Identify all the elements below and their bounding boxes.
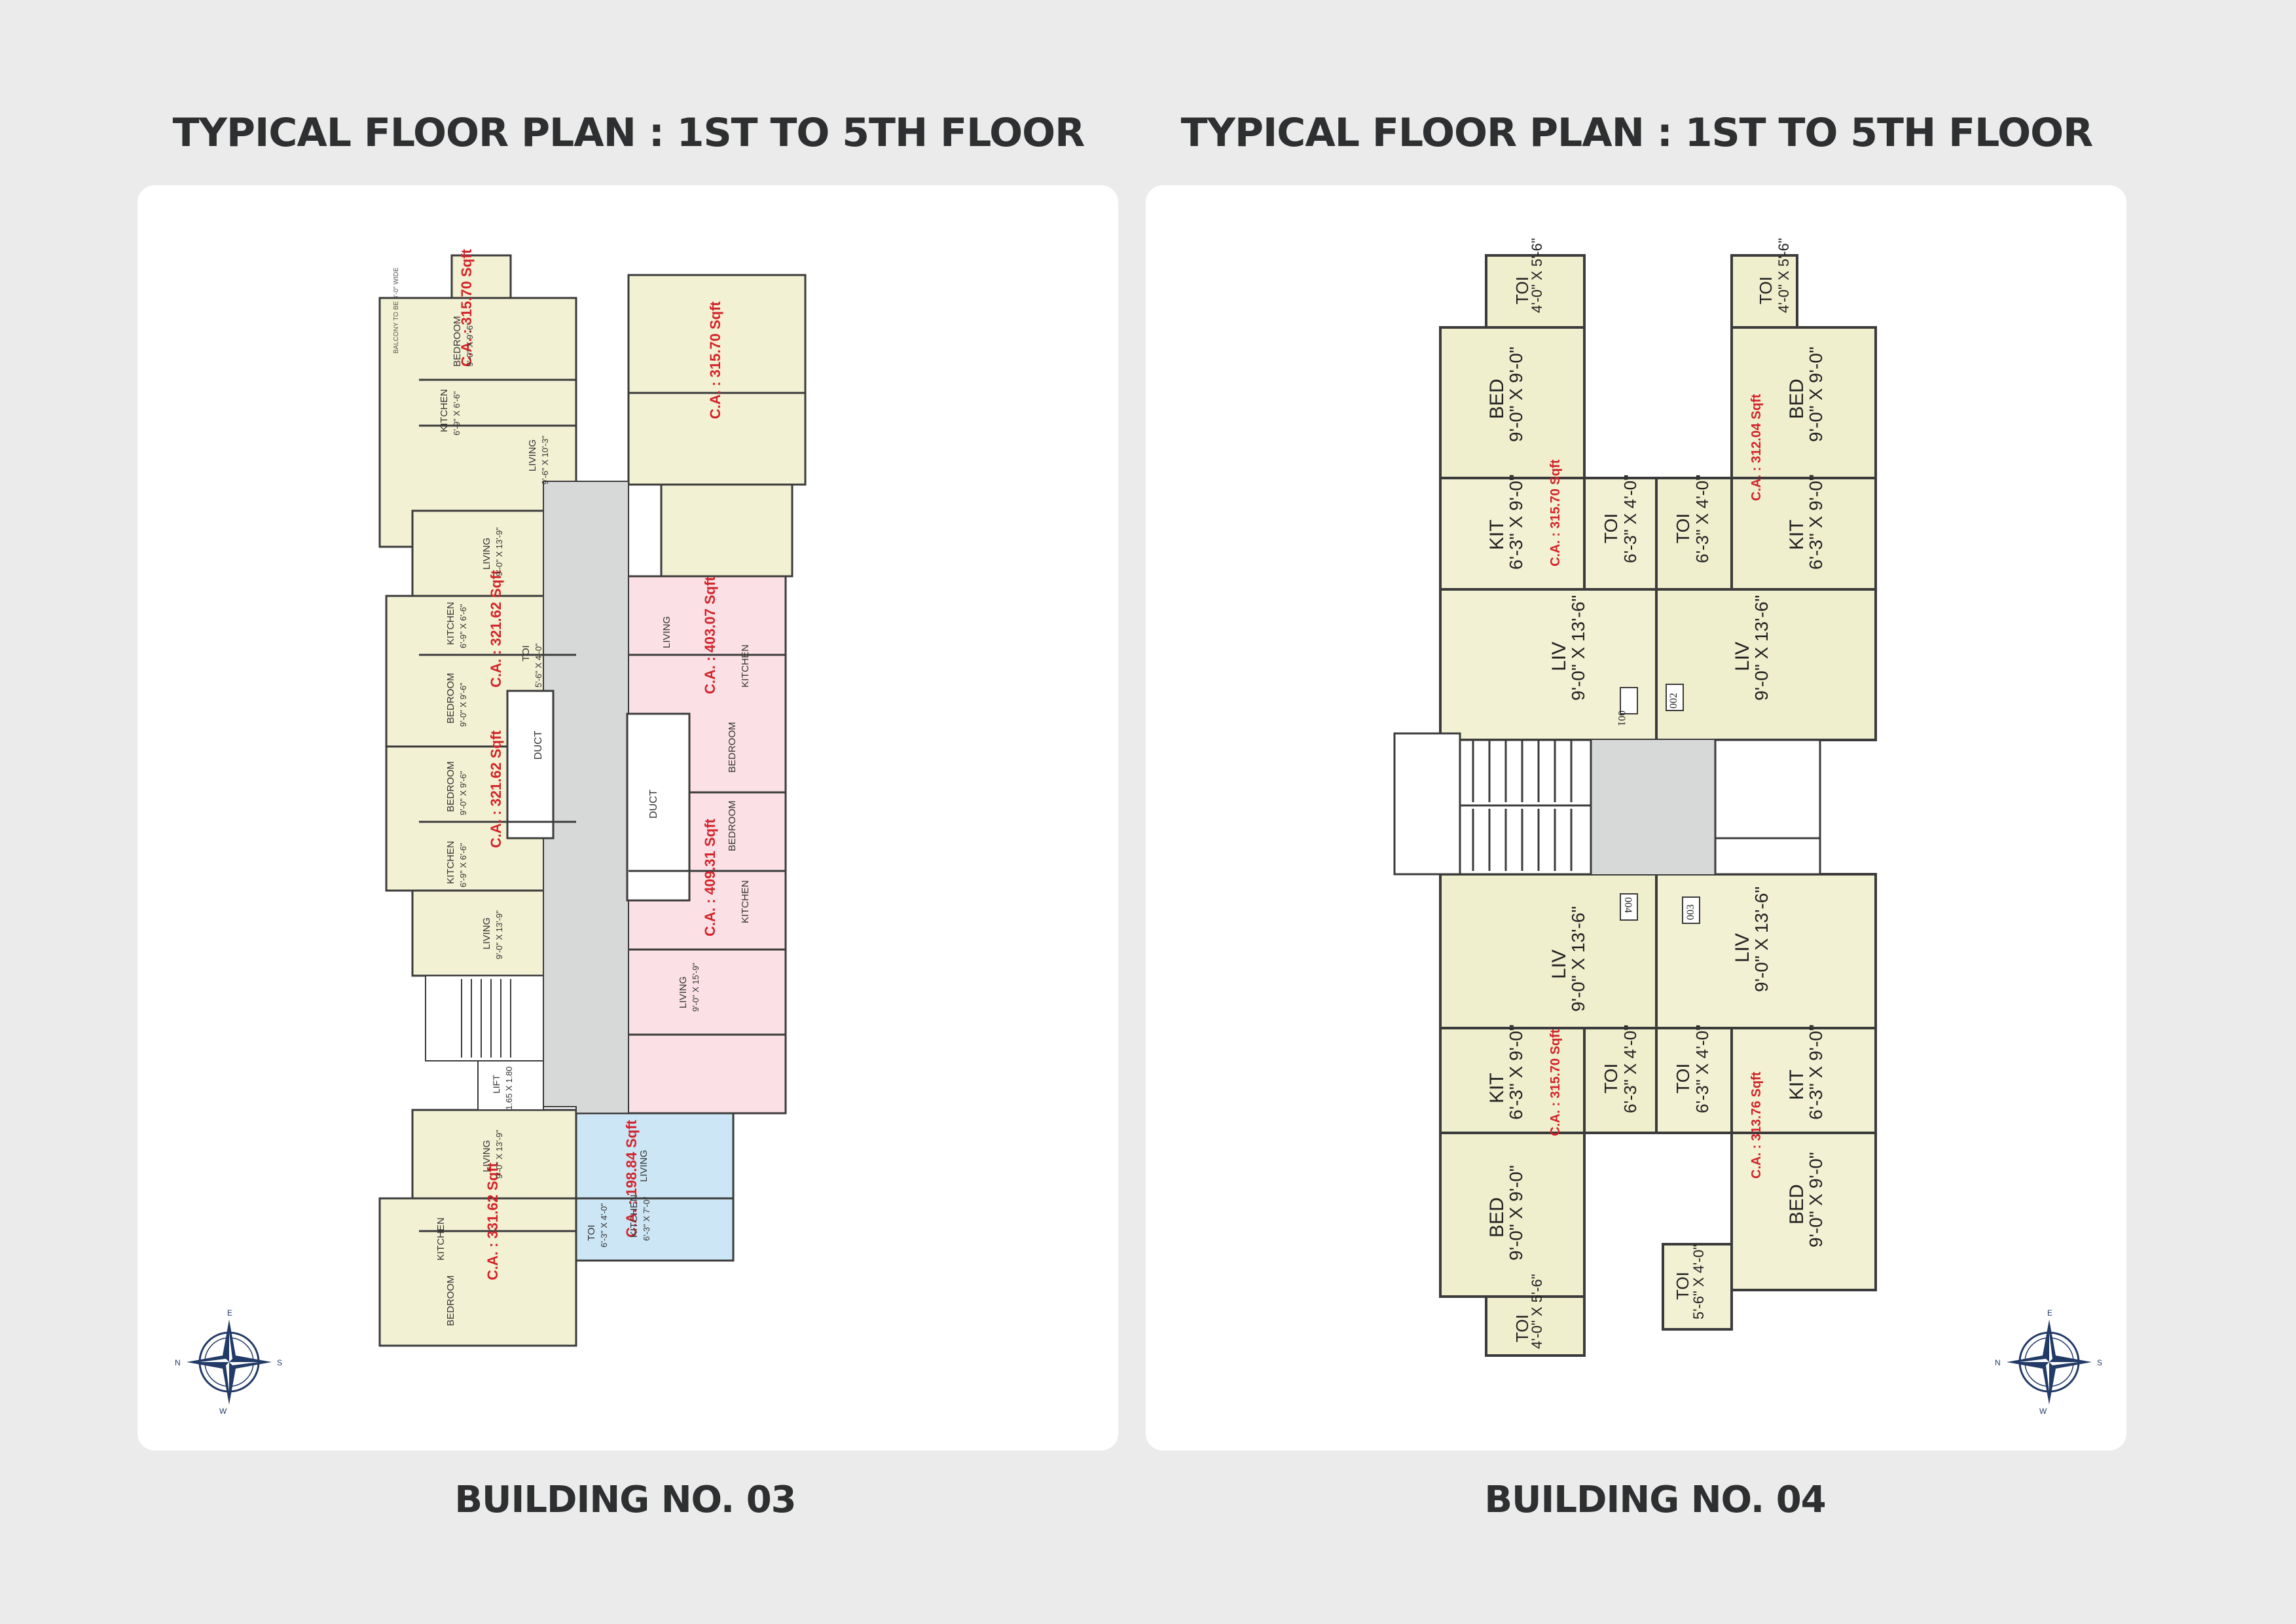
- compass-right-e: E: [2047, 1308, 2052, 1318]
- b4-ca-003: C.A. : 313.76 Sqft: [1749, 1071, 1764, 1179]
- b4-toi-004-size: 6'-3" X 4'-0": [1620, 1024, 1640, 1113]
- b4-bed-003-label: BED: [1786, 1184, 1808, 1225]
- b4-liv-002: [1655, 588, 1877, 741]
- compass-left-n: N: [175, 1358, 181, 1367]
- b4-kit-002-label: KIT: [1786, 519, 1808, 550]
- b4-bed-001: [1439, 326, 1586, 479]
- b4-bed-004-label: BED: [1486, 1197, 1508, 1238]
- b4-toi-top-001: [1485, 254, 1586, 329]
- b4-toi-top-002-label: TOI: [1756, 276, 1776, 304]
- b4-toi-bottom-003-size: 5'-6" X 4'-0": [1690, 1244, 1707, 1320]
- b4-unit-001-box: [1620, 687, 1638, 714]
- compass-right-w: W: [2039, 1407, 2047, 1416]
- compass-left-e: E: [227, 1308, 232, 1318]
- b4-toi-004: [1583, 1027, 1658, 1134]
- b4-kit-003-size: 6'-3" X 9'-0": [1806, 1024, 1826, 1120]
- b4-toi-bottom-004-size: 4'-0" X 5'-6": [1529, 1274, 1545, 1349]
- b4-toi-bottom-003: [1662, 1243, 1733, 1331]
- b4-kit-001: [1439, 477, 1586, 591]
- b4-bed-001-label: BED: [1486, 378, 1508, 419]
- compass-rose-right-icon: N E S W: [1995, 1308, 2102, 1416]
- b4-toi-001-size: 6'-3" X 4'-0": [1620, 474, 1640, 563]
- b4-kit-004-size: 6'-3" X 9'-0": [1506, 1024, 1526, 1120]
- b4-core-lift: [1591, 740, 1715, 874]
- b4-unit-004: 004: [1622, 897, 1633, 913]
- b4-liv-003-size: 9'-0" X 13'-6": [1751, 886, 1772, 992]
- b4-toi-001: [1583, 477, 1658, 591]
- b4-liv-001-size: 9'-0" X 13'-6": [1568, 595, 1588, 701]
- b4-kit-004-label: KIT: [1486, 1073, 1508, 1103]
- b3-lift: [477, 1060, 544, 1111]
- b4-kit-002-size: 6'-3" X 9'-0": [1806, 474, 1826, 570]
- b4-toi-001-label: TOI: [1601, 513, 1621, 544]
- b4-unit-001: 001: [1616, 710, 1627, 726]
- b4-bed-002-label: BED: [1786, 378, 1808, 419]
- b3-unit-b: [627, 274, 807, 486]
- b4-liv-001: [1439, 588, 1658, 741]
- b4-bed-001-size: 9'-0" X 9'-0": [1506, 346, 1526, 442]
- b3-unit-h: [575, 1112, 735, 1262]
- footer-building-3: BUILDING NO. 03: [454, 1479, 796, 1521]
- b4-toi-bottom-004: [1485, 1295, 1586, 1357]
- compass-left-s: S: [277, 1358, 282, 1367]
- b3-duct-left: [506, 690, 555, 840]
- b4-staircase: [1393, 732, 1821, 876]
- b4-toi-003-label: TOI: [1673, 1063, 1693, 1094]
- compass-rose-left-icon: N E S W: [175, 1308, 282, 1416]
- b4-toi-003-size: 6'-3" X 4'-0": [1692, 1024, 1712, 1113]
- b3-bedroom-right-1: [660, 483, 793, 578]
- b4-toi-004-label: TOI: [1601, 1063, 1621, 1094]
- heading-right: TYPICAL FLOOR PLAN : 1ST TO 5TH FLOOR: [1180, 110, 2094, 156]
- b4-unit-002-box: [1666, 684, 1684, 711]
- b4-ca-002: C.A. : 312.04 Sqft: [1749, 394, 1764, 501]
- b4-unit-004-box: [1620, 893, 1638, 921]
- b4-bed-004-size: 9'-0" X 9'-0": [1506, 1165, 1526, 1261]
- b4-liv-004-size: 9'-0" X 13'-6": [1568, 906, 1588, 1012]
- b4-kit-001-label: KIT: [1486, 519, 1508, 550]
- compass-right-s: S: [2097, 1358, 2102, 1367]
- compass-right-n: N: [1995, 1358, 2001, 1367]
- b3-toi-top-left: [450, 254, 512, 299]
- b4-liv-002-label: LIV: [1732, 641, 1753, 671]
- b4-ca-001: C.A. : 315.70 Sqft: [1548, 459, 1563, 566]
- b4-liv-003-label: LIV: [1732, 932, 1753, 963]
- b4-bed-002: [1730, 326, 1877, 479]
- b3-unit-g: [378, 1197, 577, 1347]
- b4-ca-004: C.A. : 315.70 Sqft: [1548, 1029, 1563, 1136]
- b4-toi-002: [1655, 477, 1733, 591]
- b3-duct-right: [626, 712, 691, 902]
- b4-toi-003: [1655, 1027, 1733, 1134]
- b4-toi-002-size: 6'-3" X 4'-0": [1692, 474, 1712, 563]
- compass-left-w: W: [219, 1407, 227, 1416]
- b4-bed-003-size: 9'-0" X 9'-0": [1806, 1152, 1826, 1247]
- b4-kit-001-size: 6'-3" X 9'-0": [1506, 474, 1526, 570]
- b4-bed-003: [1730, 1132, 1877, 1291]
- b4-kit-003-label: KIT: [1786, 1069, 1808, 1100]
- b4-liv-002-size: 9'-0" X 13'-6": [1751, 595, 1772, 701]
- b4-liv-001-label: LIV: [1548, 641, 1570, 671]
- b4-toi-top-002-size: 4'-0" X 5'-6": [1776, 238, 1792, 313]
- b4-unit-003-box: [1682, 896, 1700, 924]
- b4-toi-002-label: TOI: [1673, 513, 1693, 544]
- b3-staircase: [425, 975, 544, 1061]
- b4-liv-004-label: LIV: [1548, 949, 1570, 979]
- heading-left: TYPICAL FLOOR PLAN : 1ST TO 5TH FLOOR: [172, 110, 1085, 156]
- b4-unit-003: 003: [1685, 904, 1696, 920]
- b4-unit-002: 002: [1668, 693, 1679, 709]
- b4-toi-top-002: [1730, 254, 1798, 329]
- footer-building-4: BUILDING NO. 04: [1484, 1479, 1826, 1521]
- b4-bed-002-size: 9'-0" X 9'-0": [1806, 346, 1826, 442]
